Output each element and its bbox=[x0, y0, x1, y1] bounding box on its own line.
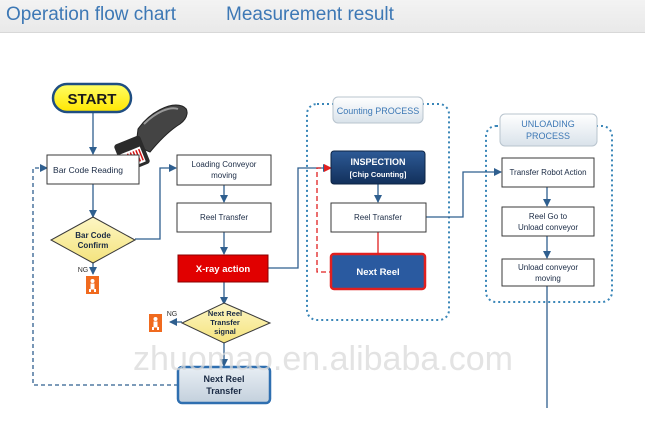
watermark-text: zhuomao.en.alibaba.com bbox=[133, 340, 513, 378]
unloading-process-label-box bbox=[499, 113, 598, 147]
tab-measurement-result[interactable]: Measurement result bbox=[226, 4, 394, 25]
xray-action-box bbox=[177, 254, 269, 283]
ng-right-label: NG bbox=[167, 311, 178, 318]
counting-process-label-box bbox=[332, 96, 424, 124]
ng-reject-icon bbox=[149, 314, 162, 332]
reel-go-label-2: Unload conveyor bbox=[518, 223, 578, 232]
next-reel-box bbox=[329, 252, 427, 291]
next-reel-loop-line bbox=[316, 164, 334, 273]
ng-reject-icon bbox=[86, 276, 99, 294]
tab-operation-flow-chart[interactable]: Operation flow chart bbox=[6, 4, 177, 25]
loading-conveyor-label-1: Loading Conveyor bbox=[192, 160, 257, 169]
barcode-confirm-label-2: Confirm bbox=[78, 241, 109, 250]
unloading-label-1: UNLOADING bbox=[521, 119, 575, 129]
loading-conveyor-box bbox=[176, 154, 272, 186]
start-label: START bbox=[68, 91, 117, 108]
reel-transfer-left-box bbox=[176, 202, 272, 233]
inspection-box bbox=[330, 150, 426, 185]
next-reel-signal-label-1: Next Reel bbox=[208, 309, 242, 318]
inspection-label-1: INSPECTION bbox=[350, 157, 405, 167]
unload-conveyor-box bbox=[501, 258, 595, 287]
next-reel-signal-label-3: signal bbox=[214, 327, 236, 336]
barcode-confirm-label-1: Bar Code bbox=[75, 231, 111, 240]
counting-process-label: Counting PROCESS bbox=[337, 106, 420, 116]
next-reel-transfer-label-2: Transfer bbox=[206, 386, 242, 396]
next-reel-transfer-label-1: Next Reel bbox=[203, 374, 244, 384]
next-reel-transfer-box bbox=[176, 365, 272, 405]
header-bar: Operation flow chart Measurement result bbox=[0, 0, 645, 33]
inspection-label-2: [Chip Counting] bbox=[350, 170, 407, 179]
reel-transfer-mid-label: Reel Transfer bbox=[354, 213, 402, 222]
loading-conveyor-label-2: moving bbox=[211, 171, 237, 180]
unloading-process-region bbox=[485, 125, 613, 303]
reel-go-box bbox=[501, 206, 595, 237]
transfer-robot-box bbox=[501, 157, 595, 188]
connectors bbox=[89, 112, 551, 408]
return-loop-line bbox=[32, 164, 178, 386]
barcode-reading-label: Bar Code Reading bbox=[53, 165, 123, 175]
reel-go-label-1: Reel Go to bbox=[529, 212, 568, 221]
next-reel-signal-decision bbox=[180, 302, 272, 344]
barcode-reading-box bbox=[46, 154, 140, 185]
next-reel-label: Next Reel bbox=[356, 267, 399, 278]
transfer-robot-label: Transfer Robot Action bbox=[509, 168, 586, 177]
barcode-confirm-decision bbox=[49, 216, 137, 264]
ng-left-label: NG bbox=[78, 267, 89, 274]
unload-conveyor-label-2: moving bbox=[535, 274, 561, 283]
xray-action-label: X-ray action bbox=[196, 264, 251, 275]
next-reel-signal-label-2: Transfer bbox=[210, 318, 240, 327]
start-node bbox=[51, 82, 133, 114]
unloading-label-2: PROCESS bbox=[526, 131, 570, 141]
reel-transfer-mid-box bbox=[330, 202, 427, 233]
unload-conveyor-label-1: Unload conveyor bbox=[518, 263, 578, 272]
reel-transfer-left-label: Reel Transfer bbox=[200, 213, 248, 222]
